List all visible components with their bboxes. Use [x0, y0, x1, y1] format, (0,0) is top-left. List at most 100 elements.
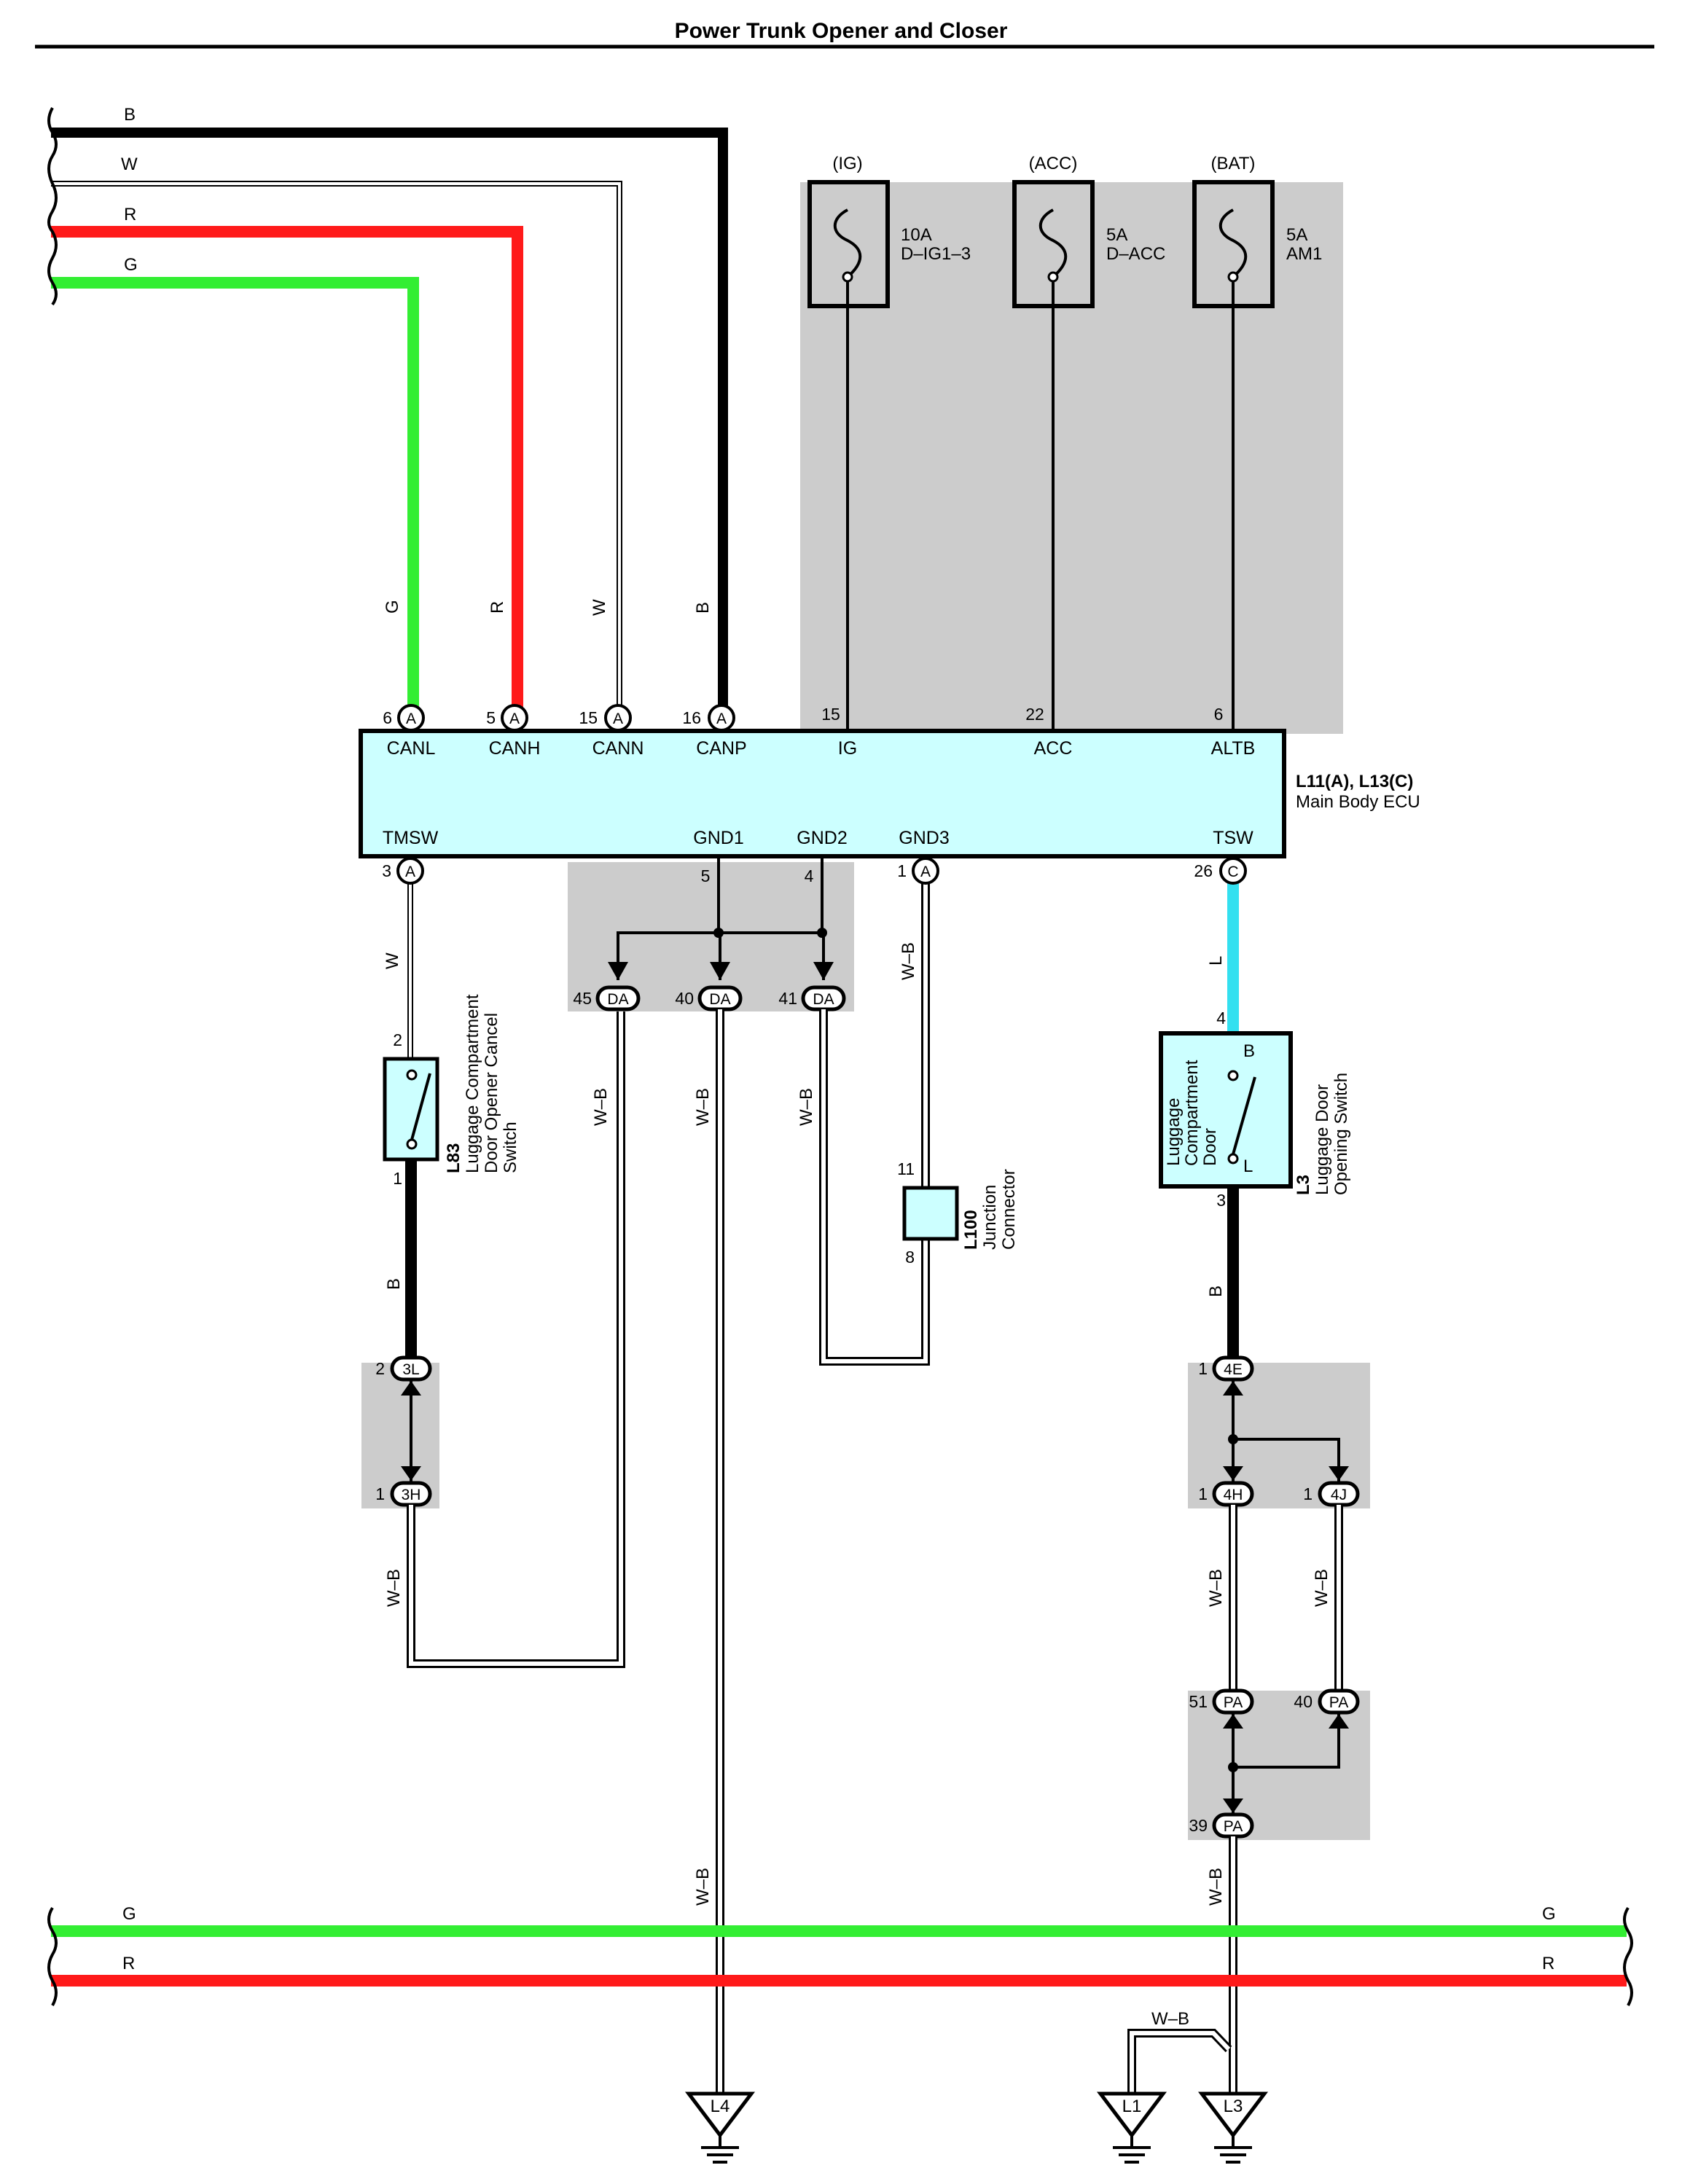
label-l1-l3-jumper: W–B [1151, 2009, 1189, 2029]
junction-pa40-label: PA [1329, 1694, 1348, 1711]
wire-3h-da45-fill [409, 1011, 623, 1666]
arrow-4j-down [1329, 1466, 1349, 1481]
fuse-bat-element [1219, 208, 1248, 278]
ecu-pin-canp-circle [708, 704, 735, 732]
ecu-pin-canh-circle [501, 704, 528, 732]
main-body-ecu [359, 729, 1286, 858]
junction-pa51-label: PA [1224, 1694, 1243, 1711]
ecu-pin-gnd3-circle [912, 857, 939, 885]
da45-label: DA [607, 991, 628, 1008]
ecu-pin-tmsw-conn: A [405, 864, 415, 880]
label-bottom-g-right: G [1542, 1904, 1556, 1924]
fuse-bat-source: (BAT) [1211, 154, 1256, 173]
splice-pa [1228, 1762, 1238, 1772]
fuse-ig: (IG) 10A D–IG1–3 [807, 154, 971, 731]
fuse-acc-element [1038, 208, 1068, 278]
fuse-bat-terminal [1227, 271, 1239, 283]
l3-contact-bottom [1227, 1153, 1239, 1165]
ecu-pin-cann-conn: A [613, 711, 623, 727]
fuse-shade-area [800, 182, 1343, 734]
junction-pa51: PA 51 [1189, 1688, 1254, 1715]
junction-4h: 4H 1 [1198, 1481, 1254, 1507]
junction-4e-num: 1 [1198, 1359, 1208, 1378]
l100-line1: Junction [980, 1185, 1000, 1250]
ecu-pin-canh-conn: A [509, 711, 520, 727]
l3-pin-bottom: 3 [1216, 1191, 1226, 1210]
label-bottom-g-left: G [122, 1904, 136, 1924]
wire-break-bottom-left [47, 1906, 58, 2006]
junction-3l: 3L 2 [375, 1355, 432, 1382]
ecu-pin-gnd3-num: 1 [897, 861, 907, 880]
fuse-bat-rating: 5A [1286, 225, 1307, 245]
ecu-pin-tmsw-num: 3 [382, 861, 391, 880]
arrow-4h-down [1223, 1466, 1243, 1481]
fuse-bat-name: AM1 [1286, 244, 1322, 264]
ecu-pin-cann-name: CANN [592, 738, 644, 759]
junction-3l-label: 3L [402, 1361, 419, 1378]
l3-inner3: Door [1200, 1128, 1220, 1166]
ecu-pin-gnd3-name: GND3 [899, 828, 949, 848]
ecu-pin-canh: A 5 CANH [486, 704, 540, 759]
junction-4j-label: 4J [1331, 1487, 1347, 1503]
ecu-pin-gnd2-name: GND2 [797, 828, 847, 848]
label-da40-wire: W–B [693, 1088, 713, 1126]
ecu-pin-canp-num: 16 [682, 708, 701, 727]
arrow-pa51-up [1223, 1714, 1243, 1729]
l3-switch: 4 Luggage Compartment Door B L 3 L3 Lugg… [1159, 1009, 1351, 1210]
ecu-pin-gnd3: A 1 [897, 857, 939, 885]
label-cann-wire: W [590, 599, 609, 616]
junction-3l-num: 2 [375, 1359, 385, 1378]
junction-4h-num: 1 [1198, 1484, 1208, 1503]
l3-box [1159, 1031, 1293, 1189]
ecu-pin-tsw-circle [1219, 857, 1247, 885]
ground-l4-label: L4 [711, 2097, 730, 2116]
ecu-pin-acc-name: ACC [1034, 738, 1073, 759]
ecu-pin-canl: A 6 CANL [383, 704, 435, 759]
l83-contact-bottom [406, 1138, 418, 1150]
wire-g-top [51, 277, 419, 720]
wire-3h-da45-outline [407, 1011, 625, 1668]
label-da41-wire: W–B [797, 1088, 816, 1126]
ground-l1-triangle [1096, 2091, 1167, 2139]
ecu-pin-ig-num: 15 [821, 705, 840, 724]
l83-switch: 2 1 L83 Luggage Compartment Door Opener … [383, 994, 520, 1188]
ecu-pin-gnd1-num: 5 [701, 866, 711, 885]
l83-line2: Door Opener Cancel [482, 1013, 501, 1173]
l83-line3: Switch [501, 1122, 520, 1173]
ecu-pin-tsw: C 26 [1194, 857, 1247, 885]
l3-inner1: Luggage [1164, 1098, 1184, 1166]
fuse-ig-rating: 10A [901, 225, 932, 245]
ecu-pin-tmsw-circle [396, 857, 424, 885]
junction-pa40-num: 40 [1294, 1692, 1313, 1711]
page-title: Power Trunk Opener and Closer [675, 19, 1008, 43]
ecu-code: L11(A), L13(C) [1296, 772, 1413, 791]
wire-l1-l3-fill [1130, 2031, 1231, 2094]
arrow-da40 [710, 962, 730, 980]
l3-code: L3 [1294, 1175, 1313, 1195]
ground-l1-label: L1 [1122, 2097, 1142, 2116]
arrow-3l-down [401, 1466, 421, 1481]
l3-contact-top [1227, 1070, 1239, 1081]
l100-junction-connector: 11 8 L100 Junction Connector [897, 1159, 1019, 1267]
fuse-acc-name: D–ACC [1106, 244, 1165, 264]
wire-l1-l3-outline [1127, 2029, 1232, 2094]
l3-pin-top: 4 [1216, 1009, 1226, 1028]
l83-pin-bottom: 1 [393, 1169, 402, 1188]
junction-3h-num: 1 [375, 1484, 385, 1503]
label-3h-out-wire: W–B [384, 1569, 404, 1607]
ecu-pin-canl-conn: A [406, 711, 416, 727]
l100-line2: Connector [999, 1169, 1019, 1250]
junction-pa40: PA 40 [1294, 1688, 1360, 1715]
wire-pa40-pa39 [1233, 1713, 1340, 1769]
junction-pa39-num: 39 [1189, 1816, 1208, 1835]
label-l4-ground-wire: W–B [693, 1868, 713, 1906]
ground-l3-triangle [1197, 2091, 1269, 2139]
l83-code: L83 [444, 1143, 463, 1173]
label-top-w: W [121, 154, 138, 174]
arrow-pa39-down [1223, 1799, 1243, 1813]
junction-4h-label: 4H [1224, 1487, 1243, 1503]
wire-da41-l100-fill [821, 882, 928, 1363]
fuse-ig-source: (IG) [832, 154, 862, 173]
ecu-pin-cann: A 15 CANN [579, 704, 644, 759]
